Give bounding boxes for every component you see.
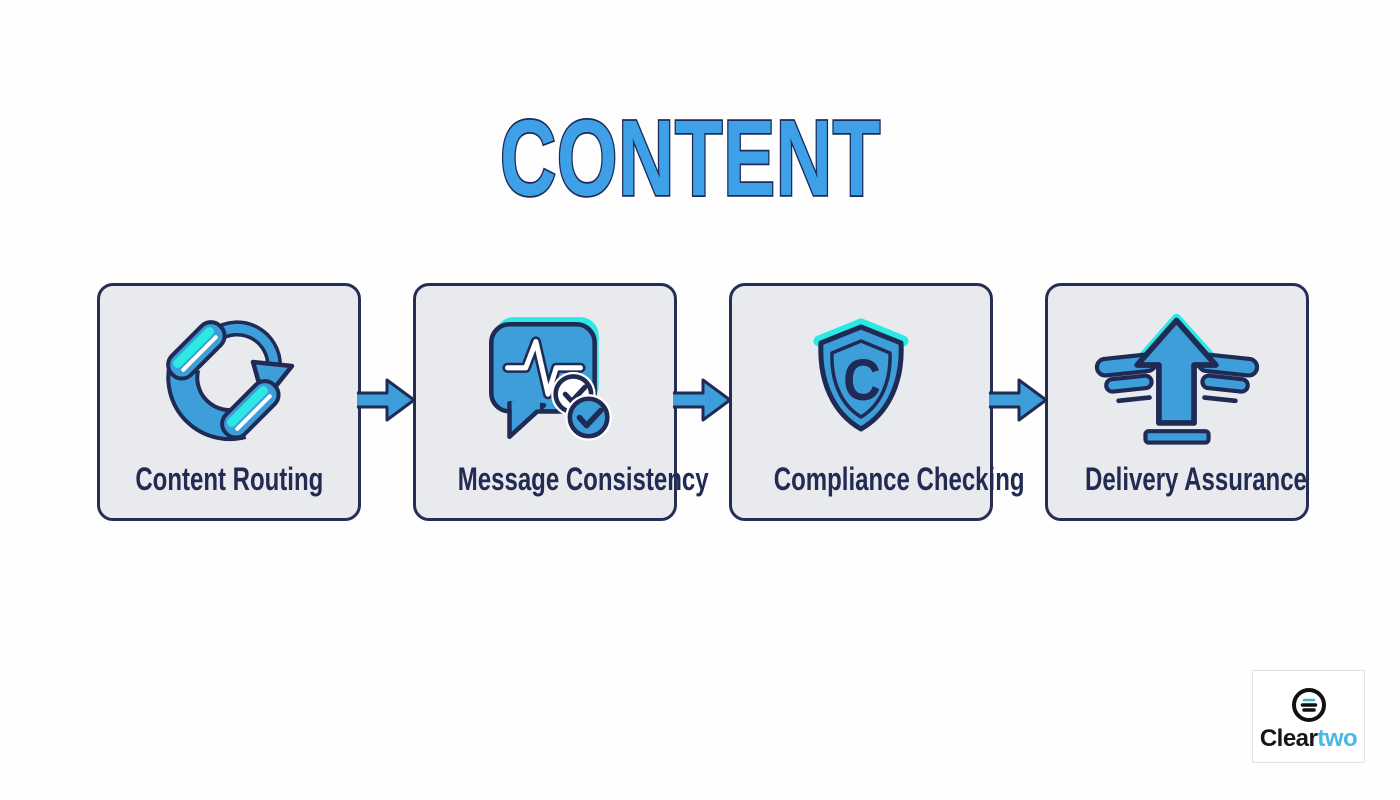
message-pulse-icon: [465, 298, 625, 461]
card-label-compliance-checking: Compliance Checking: [773, 461, 1025, 497]
flow-connector: [989, 283, 1048, 521]
cleartwo-mark-icon: [1291, 688, 1326, 722]
shield-compliance-icon-svg: C: [813, 318, 909, 431]
card-message-consistency: Message Consistency: [413, 283, 709, 521]
card-compliance-checking: C Compliance Checking: [729, 283, 1025, 521]
page-title: CONTENT: [0, 97, 1380, 218]
cleartwo-logo: Cleartwo: [1252, 670, 1365, 763]
winged-arrow-icon-svg: [1094, 313, 1260, 445]
flow-connector: [673, 283, 732, 521]
message-pulse-icon-svg: [489, 316, 612, 441]
cleartwo-wordmark: Cleartwo: [1259, 725, 1358, 752]
process-flow: Content Routing: [97, 283, 1309, 521]
card-label-content-routing: Content Routing: [135, 461, 323, 497]
arrow-right-icon: [673, 378, 732, 422]
card-label-delivery-assurance: Delivery Assurance: [1084, 461, 1307, 497]
shield-letter: C: [843, 347, 881, 412]
logo-text-primary: Clear: [1259, 725, 1318, 752]
logo-text-secondary: two: [1317, 725, 1358, 752]
card-delivery-assurance: Delivery Assurance: [1045, 283, 1309, 521]
arrow-right-icon: [357, 378, 416, 422]
card-label-message-consistency: Message Consistency: [457, 461, 709, 497]
phone-routing-icon: [150, 298, 308, 461]
page-title-text: CONTENT: [498, 97, 881, 218]
winged-arrow-icon: [1086, 298, 1268, 461]
flow-connector: [357, 283, 416, 521]
shield-compliance-icon: C: [786, 298, 936, 461]
arrow-right-icon: [989, 378, 1048, 422]
phone-routing-icon-svg: [166, 319, 295, 441]
card-content-routing: Content Routing: [97, 283, 361, 521]
